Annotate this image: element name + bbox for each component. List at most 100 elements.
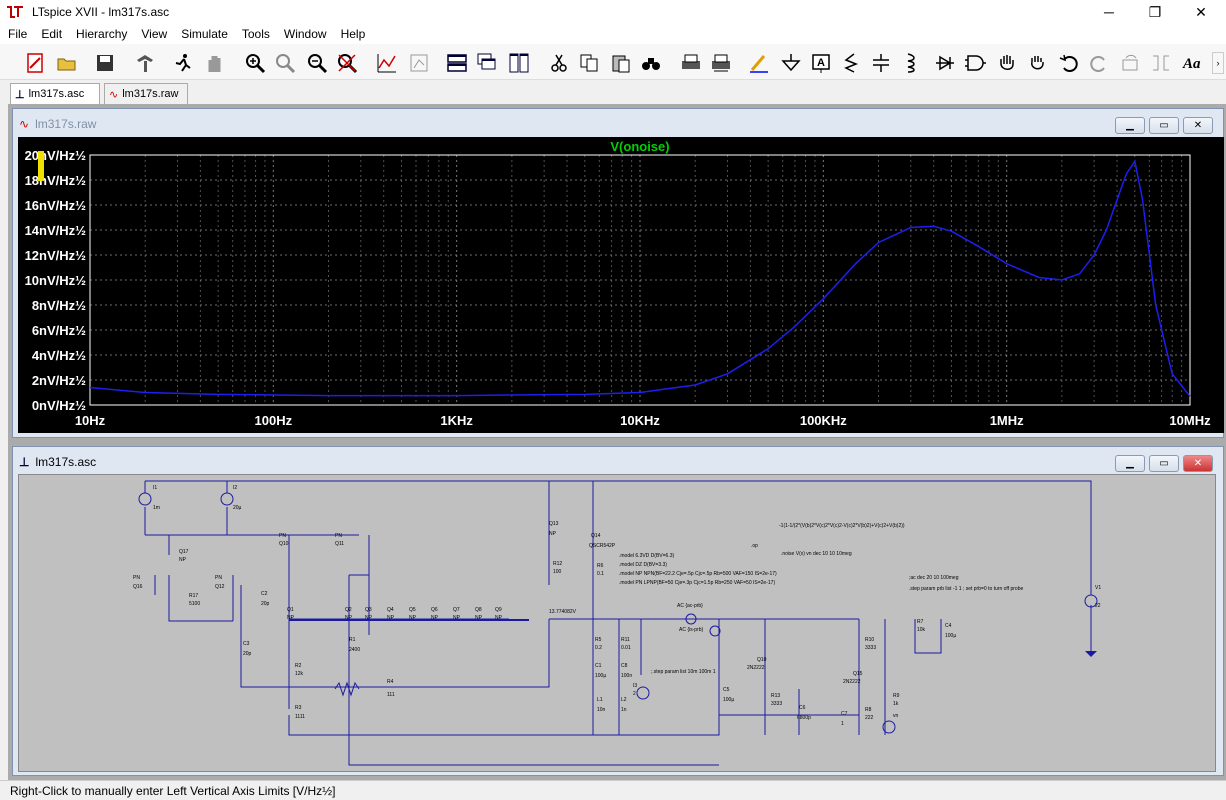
zoom-pan-icon[interactable] [272,50,298,76]
control-panel-icon[interactable] [132,50,158,76]
spice-directive[interactable]: .model NP NPN(BF=22.2 Cje=.5p Cjc=.5p Rb… [619,571,777,577]
draw-wire-icon[interactable] [746,50,772,76]
spice-directive[interactable]: .model DZ D(BV=3.3) [619,562,667,568]
mirror-icon[interactable] [1148,50,1174,76]
minimize-button[interactable]: ─ [1086,0,1132,24]
ground-icon[interactable] [778,50,804,76]
zoom-fit-icon[interactable] [334,50,360,76]
menu-edit[interactable]: Edit [41,27,63,41]
find-icon[interactable] [638,50,664,76]
new-schematic-icon[interactable] [22,50,48,76]
component-label: 100µ [723,697,734,703]
tile-vertical-icon[interactable] [506,50,532,76]
menu-simulate[interactable]: Simulate [181,27,228,41]
menu-help[interactable]: Help [340,27,366,41]
y-tick-label: 2nV/Hz½ [32,373,86,388]
zoom-out-icon[interactable] [304,50,330,76]
print-setup-icon[interactable] [708,50,734,76]
plot-window-title: lm317s.raw [35,117,97,131]
plot-maximize-button[interactable]: ▭ [1149,117,1179,134]
label-net-icon[interactable]: A [808,50,834,76]
spice-directive[interactable]: .op [751,543,758,549]
close-icon: ✕ [1195,3,1207,20]
component-label: I3 [633,683,637,689]
cut-icon[interactable] [546,50,572,76]
spice-directive[interactable]: ;.step param list 10m 100m 1 [651,669,716,675]
schematic-maximize-button[interactable]: ▭ [1149,455,1179,472]
component-label: 10n [597,707,606,713]
move-icon[interactable] [994,50,1020,76]
copy-icon[interactable] [576,50,602,76]
component-label: R10 [865,637,874,643]
plot-minimize-button[interactable]: ▁ [1115,117,1145,134]
component-label: Q3 [365,607,372,613]
y-tick-label: 8nV/Hz½ [32,298,86,313]
y-tick-label: 0nV/Hz½ [32,398,86,413]
spice-directive[interactable]: -1(1-1/(2*(V(b)2*V(c)2*V(c)2-V(c)2*V(b)2… [779,523,905,529]
component-label: 2N2222 [843,679,861,685]
save-icon[interactable] [92,50,118,76]
component-icon[interactable] [962,50,988,76]
x-tick-label: 100KHz [800,413,847,428]
menu-file[interactable]: File [8,27,28,41]
run-icon[interactable] [170,50,196,76]
schematic-minimize-button[interactable]: ▁ [1115,455,1145,472]
redo-icon[interactable] [1086,50,1112,76]
plot-settings-icon[interactable] [406,50,432,76]
inductor-icon[interactable] [898,50,924,76]
undo-icon[interactable] [1056,50,1082,76]
axis-cursor-marker [38,151,44,181]
component-label: C7 [841,711,848,717]
component-label: C3 [243,641,250,647]
tile-horizontal-icon[interactable] [444,50,470,76]
component-label: 100µ [595,673,606,679]
capacitor-icon[interactable] [868,50,894,76]
print-icon[interactable] [678,50,704,76]
open-icon[interactable] [54,50,80,76]
restore-button[interactable]: ❐ [1132,0,1178,24]
tab-lm317s-raw[interactable]: ∿ lm317s.raw [104,83,188,104]
spice-directive[interactable]: .step param prb list -1 1 ; set prb=0 to… [909,586,1023,592]
menu-view[interactable]: View [141,27,168,41]
rotate-icon[interactable] [1118,50,1144,76]
svg-text:A: A [817,57,825,69]
minimize-icon: ─ [1104,4,1114,20]
spice-directive[interactable]: .model PN LPNP(BF=50 Cje=.3p Cjc=1.5p Rb… [619,580,775,586]
x-tick-label: 10MHz [1169,413,1211,428]
menu-hierarchy[interactable]: Hierarchy [76,27,128,41]
drag-icon[interactable] [1024,50,1050,76]
schematic-window-caption: ⊥ lm317s.asc [13,447,1223,477]
plot-close-button[interactable]: ✕ [1183,117,1213,134]
component-label: 111 [387,692,395,698]
paste-icon[interactable] [608,50,634,76]
noise-chart[interactable]: 0nV/Hz½2nV/Hz½4nV/Hz½6nV/Hz½8nV/Hz½10nV/… [18,137,1224,433]
component-label: NP [287,615,295,621]
y-tick-label: 6nV/Hz½ [32,323,86,338]
toolbar-overflow-button[interactable]: › [1212,52,1224,74]
component-label: PN [133,575,140,581]
close-button[interactable]: ✕ [1178,0,1224,24]
menu-tools[interactable]: Tools [241,27,270,41]
menu-window[interactable]: Window [283,27,327,41]
schematic-close-button[interactable]: ✕ [1183,455,1213,472]
resistor-icon[interactable] [838,50,864,76]
autorange-icon[interactable] [374,50,400,76]
tab-lm317s-asc[interactable]: ⊥ lm317s.asc [10,83,100,104]
spice-directive[interactable]: .model 6.3VD D(BV=6.3) [619,553,674,559]
x-tick-label: 1MHz [990,413,1024,428]
x-tick-label: 100Hz [255,413,293,428]
component-label: 1m [153,505,160,511]
cascade-icon[interactable] [474,50,500,76]
diode-icon[interactable] [932,50,958,76]
spice-directive[interactable]: .noise V(x) vn dec 10 10 10meg [781,551,852,557]
schematic-drawing[interactable]: I11mI220µQ17NPPNQ16R175100PNQ12C220pPNQ1… [19,475,1217,773]
component-label: Q17 [179,549,189,555]
text-icon[interactable]: Aa [1180,50,1206,76]
spice-directive[interactable]: ;ac dec 20 10 100meg [909,575,959,581]
halt-icon[interactable] [202,50,228,76]
component-label: Q13 [549,521,559,527]
zoom-in-icon[interactable] [242,50,268,76]
component-label: PN [215,575,222,581]
